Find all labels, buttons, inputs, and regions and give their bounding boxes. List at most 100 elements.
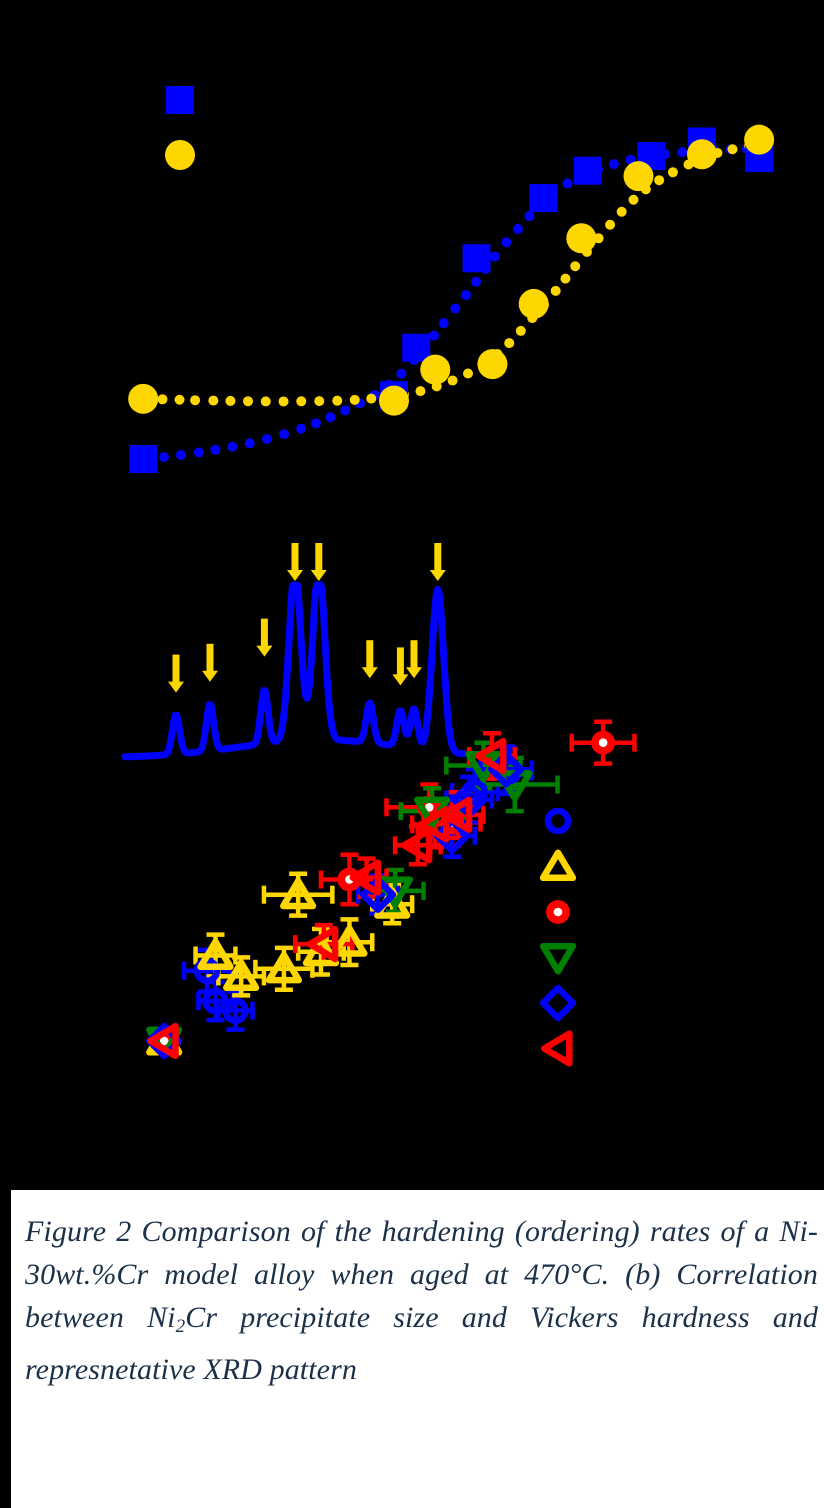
scatter-marker-circle-filled <box>591 730 616 755</box>
fit-dot <box>332 395 343 406</box>
fit-dot <box>314 396 325 407</box>
legend-marker-yellow-circle[interactable] <box>165 140 195 170</box>
caption-lead: Figure 2 Comparison of the hardening (or… <box>25 1215 818 1334</box>
fit-dot <box>489 251 500 262</box>
series-yellow-circles <box>128 124 775 416</box>
panel-b-legend <box>539 807 577 1067</box>
all-scatter-markers <box>146 730 616 1060</box>
marker-triangle-left <box>349 859 382 896</box>
fit-dot <box>210 444 221 455</box>
arrow-head <box>256 645 273 657</box>
marker-triangle-up <box>539 849 577 882</box>
panel-a-hardening-curves <box>0 0 824 520</box>
figure-caption-text: Figure 2 Comparison of the hardening (or… <box>11 1196 824 1391</box>
marker-triangle-left <box>541 1030 573 1067</box>
data-marker-circle <box>686 139 717 170</box>
fit-dot <box>667 167 678 178</box>
fit-dot <box>193 447 204 458</box>
arrow-head <box>429 570 446 581</box>
scatter-marker-triangle-up <box>331 925 368 957</box>
fit-dot <box>550 285 561 296</box>
fit-dot <box>512 223 523 234</box>
marker-triangle-up <box>223 959 260 991</box>
data-marker-square <box>129 445 158 474</box>
error-bars <box>569 719 637 766</box>
legend-marker-triangle-left-open[interactable] <box>541 1030 573 1067</box>
peak-arrow-icon <box>392 647 409 686</box>
marker-triangle-up <box>302 934 340 967</box>
marker-circle <box>202 987 229 1015</box>
fit-curve-yellow-circles <box>141 139 771 407</box>
peak-arrow-icon <box>310 543 327 581</box>
fit-dot <box>461 289 472 300</box>
arrow-head <box>168 681 184 693</box>
fit-dot <box>260 396 271 407</box>
data-marker-circle <box>744 124 775 155</box>
panel-a-legend <box>165 86 195 170</box>
fit-dot <box>396 368 407 379</box>
arrow-head <box>202 670 218 682</box>
data-marker-circle <box>379 385 409 416</box>
fit-dot <box>438 318 449 329</box>
panel-b-plot <box>121 543 637 1067</box>
fit-dot <box>325 412 336 423</box>
marker-triangle-up <box>280 877 317 910</box>
marker-triangle-up <box>331 925 368 957</box>
fit-dot <box>524 211 535 222</box>
data-marker-square <box>462 244 491 273</box>
marker-triangle-left <box>306 925 339 963</box>
marker-center-dot <box>159 1036 169 1046</box>
legend-marker-triangle-up-open[interactable] <box>539 849 577 882</box>
fit-dot <box>262 433 272 444</box>
peak-arrow-icon <box>287 543 303 581</box>
marker-triangle-down <box>539 942 577 975</box>
data-marker-square <box>529 184 558 213</box>
marker-center-dot <box>598 738 608 748</box>
peak-arrow-icon <box>406 640 422 679</box>
fit-dot <box>174 394 185 405</box>
scatter-marker-triangle-up <box>265 951 303 984</box>
fit-dot <box>515 325 526 336</box>
fit-dot <box>471 276 482 287</box>
scatter-marker-triangle-up <box>302 934 340 967</box>
legend-marker-circle-filled-white-center[interactable] <box>546 900 570 924</box>
legend-marker-triangle-down-open[interactable] <box>539 942 577 975</box>
marker-center-dot <box>424 802 434 812</box>
fit-dot <box>296 396 307 407</box>
data-marker-circle <box>420 354 451 385</box>
legend-marker-blue-square[interactable] <box>166 86 194 114</box>
fit-dot <box>616 206 627 217</box>
scatter-marker-triangle-left <box>400 827 433 864</box>
fit-dot <box>447 375 458 386</box>
fit-dot <box>570 261 581 272</box>
peak-arrow-icon <box>361 640 378 679</box>
data-marker-circle <box>623 161 654 192</box>
marker-triangle-left <box>147 1022 179 1060</box>
marker-triangle-left <box>474 737 507 775</box>
fit-dot <box>415 386 426 397</box>
legend-marker-diamond-open[interactable] <box>539 984 577 1022</box>
fit-dot <box>605 219 616 230</box>
fit-dot <box>244 438 255 449</box>
panel-b-size-vs-hardness <box>0 520 824 1190</box>
peak-arrow-icon <box>429 543 446 581</box>
fit-dot <box>279 429 290 440</box>
xrd-trace <box>121 581 468 761</box>
scatter-marker-triangle-left <box>474 737 507 775</box>
scatter-marker-circle <box>222 997 249 1024</box>
figure-caption: Figure 2 Comparison of the hardening (or… <box>11 1196 824 1508</box>
scatter-marker-diamond <box>433 817 471 854</box>
scatter-marker-triangle-up <box>280 877 317 910</box>
fit-dot <box>227 441 238 452</box>
peak-arrow-icon <box>202 643 218 682</box>
fit-dot <box>278 396 289 407</box>
arrow-head <box>287 570 303 581</box>
fit-dot <box>157 394 168 405</box>
marker-circle <box>222 997 249 1024</box>
scatter-marker-triangle-up <box>223 959 260 991</box>
legend-marker-circle-open[interactable] <box>544 807 572 835</box>
fit-dot <box>208 395 219 406</box>
series-blue-squares <box>129 127 774 474</box>
fit-dot <box>654 175 665 186</box>
marker-triangle-up <box>197 938 234 971</box>
